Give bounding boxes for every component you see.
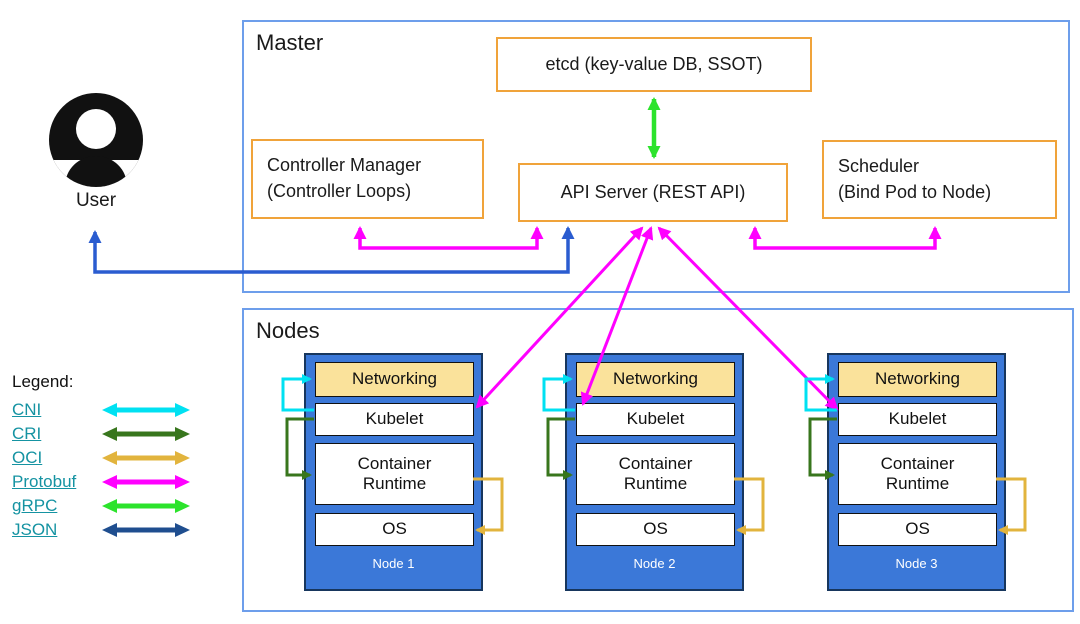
legend-item-cri: CRI bbox=[12, 422, 207, 446]
kubelet-label: Kubelet bbox=[365, 409, 424, 429]
node-2-networking-box: Networking bbox=[576, 362, 735, 397]
controller-manager-label-line1: Controller Manager bbox=[267, 155, 422, 176]
node-2: Networking Kubelet Container Runtime OS … bbox=[565, 353, 744, 591]
protobuf-legend-arrow-icon bbox=[102, 475, 190, 489]
grpc-legend-arrow-icon bbox=[102, 499, 190, 513]
node-1: Networking Kubelet Container Runtime OS … bbox=[304, 353, 483, 591]
os-label: OS bbox=[905, 519, 930, 539]
legend-link-json[interactable]: JSON bbox=[12, 520, 58, 539]
node-1-name: Node 1 bbox=[372, 556, 415, 571]
legend-link-cni[interactable]: CNI bbox=[12, 400, 42, 419]
node-2-container-runtime-box: Container Runtime bbox=[576, 443, 735, 505]
master-title: Master bbox=[256, 30, 324, 55]
node-2-name: Node 2 bbox=[633, 556, 676, 571]
legend-link-cri[interactable]: CRI bbox=[12, 424, 42, 443]
etcd-box: etcd (key-value DB, SSOT) bbox=[496, 37, 812, 92]
node-3-container-runtime-box: Container Runtime bbox=[838, 443, 997, 505]
legend-title: Legend: bbox=[12, 372, 74, 391]
scheduler-label-line2: (Bind Pod to Node) bbox=[838, 181, 992, 202]
os-label: OS bbox=[382, 519, 407, 539]
user-label: User bbox=[75, 190, 117, 211]
legend-item-oci: OCI bbox=[12, 446, 207, 470]
user-icon bbox=[46, 90, 146, 190]
legend-item-cni: CNI bbox=[12, 398, 207, 422]
oci-legend-arrow-icon bbox=[102, 451, 190, 465]
container-runtime-label: Container Runtime bbox=[880, 453, 955, 493]
networking-label: Networking bbox=[874, 369, 961, 389]
legend-item-protobuf: Protobuf bbox=[12, 470, 207, 494]
legend-item-grpc: gRPC bbox=[12, 494, 207, 518]
kubelet-label: Kubelet bbox=[626, 409, 685, 429]
etcd-label: etcd (key-value DB, SSOT) bbox=[545, 53, 763, 74]
os-label: OS bbox=[643, 519, 668, 539]
networking-label: Networking bbox=[351, 369, 438, 389]
legend-link-grpc[interactable]: gRPC bbox=[12, 496, 58, 515]
master-box bbox=[242, 20, 1070, 293]
node-1-networking-box: Networking bbox=[315, 362, 474, 397]
node-3-name: Node 3 bbox=[895, 556, 938, 571]
nodes-title: Nodes bbox=[256, 318, 320, 343]
legend-link-protobuf[interactable]: Protobuf bbox=[12, 472, 77, 491]
networking-label: Networking bbox=[612, 369, 699, 389]
node-1-container-runtime-box: Container Runtime bbox=[315, 443, 474, 505]
cni-legend-arrow-icon bbox=[102, 403, 190, 417]
controller-manager-box: Controller Manager (Controller Loops) bbox=[251, 139, 484, 219]
api-server-label: API Server (REST API) bbox=[560, 181, 746, 202]
node-1-kubelet-box: Kubelet bbox=[315, 403, 474, 436]
container-runtime-label: Container Runtime bbox=[618, 453, 693, 493]
legend-item-json: JSON bbox=[12, 518, 207, 542]
container-runtime-label: Container Runtime bbox=[357, 453, 432, 493]
json-legend-arrow-icon bbox=[102, 523, 190, 537]
legend-link-oci[interactable]: OCI bbox=[12, 448, 43, 467]
node-2-os-box: OS bbox=[576, 513, 735, 546]
node-3-kubelet-box: Kubelet bbox=[838, 403, 997, 436]
node-3: Networking Kubelet Container Runtime OS … bbox=[827, 353, 1006, 591]
api-server-box: API Server (REST API) bbox=[518, 163, 788, 222]
legend: Legend: CNI CRI OCI bbox=[12, 372, 207, 542]
scheduler-box: Scheduler (Bind Pod to Node) bbox=[822, 140, 1057, 219]
kubelet-label: Kubelet bbox=[888, 409, 947, 429]
node-3-networking-box: Networking bbox=[838, 362, 997, 397]
controller-manager-label-line2: (Controller Loops) bbox=[267, 181, 412, 201]
cri-legend-arrow-icon bbox=[102, 427, 190, 441]
node-2-kubelet-box: Kubelet bbox=[576, 403, 735, 436]
node-3-os-box: OS bbox=[838, 513, 997, 546]
node-1-os-box: OS bbox=[315, 513, 474, 546]
scheduler-label-line1: Scheduler bbox=[838, 155, 920, 176]
